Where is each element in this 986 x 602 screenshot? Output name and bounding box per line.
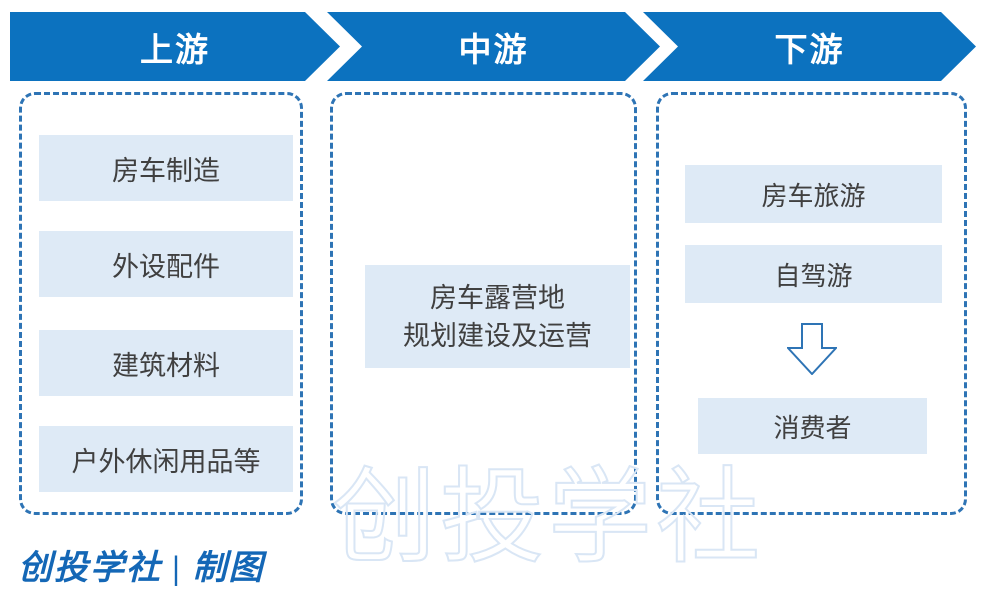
downstream-item-label: 房车旅游 [761,180,866,211]
upstream-item-rv-manufacturing: 房车制造 [39,135,293,201]
upstream-item-label: 建筑材料 [112,350,220,381]
midstream-item-line1: 房车露营地 [430,282,565,313]
down-arrow-icon [785,323,839,376]
downstream-item-label: 自驾游 [774,260,853,291]
stage-banner-downstream: 下游 [643,12,976,81]
upstream-item-peripheral-accessories: 外设配件 [39,231,293,297]
stage-midstream-label: 中游 [458,30,529,68]
downstream-column-container [656,92,967,515]
credit-text: 创投学社 | 制图 [18,550,265,587]
upstream-item-label: 房车制造 [112,155,220,186]
stage-upstream-label: 上游 [140,30,210,68]
midstream-item-line2: 规划建设及运营 [403,320,592,351]
midstream-column-container [330,92,637,515]
stage-downstream-label: 下游 [774,30,845,68]
upstream-item-label: 外设配件 [112,251,220,282]
upstream-item-label: 户外休闲用品等 [71,446,261,477]
downstream-item-consumer: 消费者 [698,398,927,454]
consumer-label: 消费者 [773,412,852,443]
upstream-column-container [19,92,303,515]
downstream-item-rv-tourism: 房车旅游 [685,165,942,223]
downstream-item-self-driving-tour: 自驾游 [685,245,942,303]
upstream-item-outdoor-leisure-goods: 户外休闲用品等 [39,426,293,492]
upstream-item-building-materials: 建筑材料 [39,330,293,396]
midstream-item-campsite-planning-operation: 房车露营地 规划建设及运营 [365,265,630,368]
stage-banner-upstream: 上游 [10,12,340,81]
stage-banner-midstream: 中游 [327,12,660,81]
